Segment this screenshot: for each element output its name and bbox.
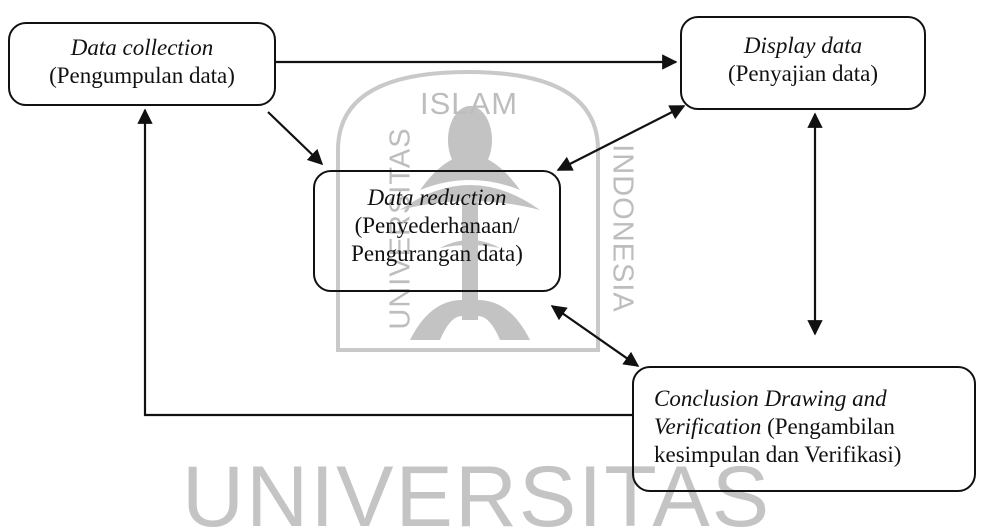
node-title: Display data bbox=[743, 33, 863, 58]
edge-collection-reduction bbox=[267, 111, 324, 166]
node-line-2: Verification (Pengambilan bbox=[654, 413, 974, 441]
node-title-part2: Verification bbox=[654, 414, 762, 439]
node-title: Data reduction bbox=[367, 185, 507, 210]
node-data-collection: Data collection (Pengumpulan data) bbox=[8, 22, 276, 106]
node-conclusion: Conclusion Drawing and Verification (Pen… bbox=[632, 366, 976, 492]
node-subtitle: (Penyajian data) bbox=[727, 61, 879, 86]
node-data-reduction: Data reduction (Penyederhanaan/ Penguran… bbox=[313, 170, 561, 292]
watermark-universitas: UNIVERSITAS bbox=[182, 449, 772, 529]
edge-reduction-display bbox=[556, 105, 686, 171]
node-subtitle: (Pengumpulan data) bbox=[49, 63, 235, 88]
edge-reduction-conclusion bbox=[550, 305, 640, 367]
node-title: Conclusion Drawing and bbox=[654, 386, 887, 411]
node-line-2: (Penyederhanaan/ bbox=[354, 213, 520, 238]
node-display-data: Display data (Penyajian data) bbox=[680, 16, 926, 110]
node-line-2-rest: (Pengambilan bbox=[761, 414, 895, 439]
node-title: Data collection bbox=[70, 35, 214, 60]
node-line-3: Pengurangan data) bbox=[351, 241, 523, 266]
watermark-islam: ISLAM bbox=[420, 86, 519, 121]
edge-conclusion-collection bbox=[137, 108, 632, 417]
node-line-3: kesimpulan dan Verifikasi) bbox=[654, 442, 902, 467]
